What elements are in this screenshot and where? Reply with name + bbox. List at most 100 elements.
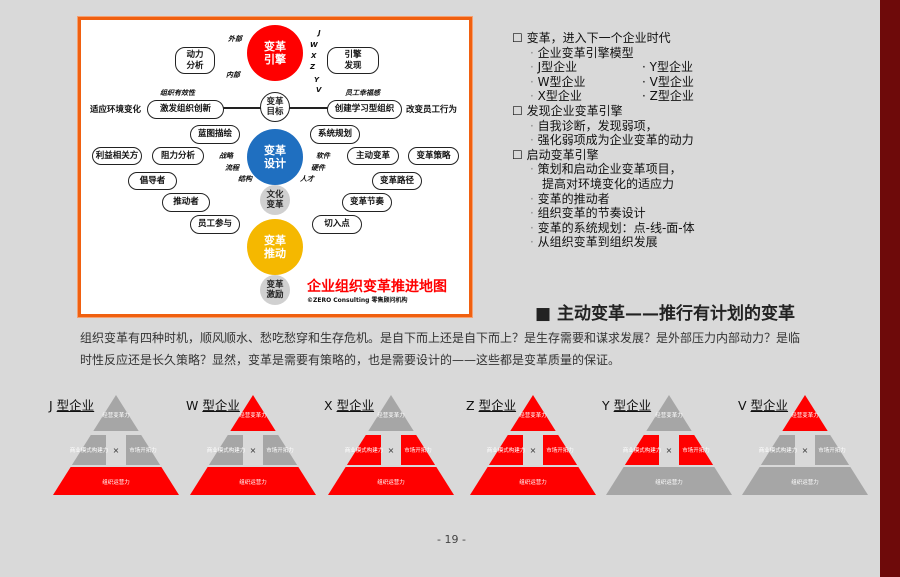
tier-left-label: 商业模式构建力 xyxy=(345,446,384,454)
label-structure: 结构 xyxy=(238,175,252,183)
type-letter: J xyxy=(318,29,321,37)
tier-left-label: 商业模式构建力 xyxy=(623,446,662,454)
tier-middle-right xyxy=(543,435,578,465)
tier-top-label: 经营变革力 xyxy=(519,411,547,419)
outline-item: 启动变革引擎 xyxy=(512,148,695,163)
tier-bottom-label: 组织运营力 xyxy=(791,478,819,486)
tier-top xyxy=(93,395,139,431)
pyramid-title: X 型企业 xyxy=(324,398,375,413)
label-change-behavior: 改变员工行为 xyxy=(406,105,458,115)
circle-incentive: 变革 激励 xyxy=(260,275,290,305)
tier-left-label: 商业模式构建力 xyxy=(759,446,798,454)
tier-bottom xyxy=(53,467,179,495)
outline-item: W型企业· V型企业 xyxy=(512,75,695,90)
type-letter: W xyxy=(310,41,318,49)
label-strategy-s: 战略 xyxy=(219,152,233,160)
pyramid-title: V 型企业 xyxy=(738,398,789,413)
pyramid-x: 经营变革力商业模式构建力市场开拓力 × 组织运营力 xyxy=(328,395,454,495)
type-letter: V xyxy=(316,86,322,94)
tier-middle-right xyxy=(126,435,161,465)
pill-advocate: 倡导者 xyxy=(128,172,177,190)
tier-bottom xyxy=(470,467,596,495)
times-sign: × xyxy=(250,446,257,455)
label-hardware: 硬件 xyxy=(311,164,325,172)
tier-bottom-label: 组织运营力 xyxy=(239,478,267,486)
diagram-copyright: ©ZERO Consulting 零售顾问机构 xyxy=(307,297,408,304)
pill-engine-discovery: 引擎 发现 xyxy=(327,47,379,74)
page-number: - 19 - xyxy=(437,533,466,546)
pill-resistance: 阻力分析 xyxy=(152,147,204,165)
outline-list: 变革，进入下一个企业时代企业变革引擎模型J型企业· Y型企业W型企业· V型企业… xyxy=(512,31,695,250)
label-process: 流程 xyxy=(225,164,239,172)
tier-top xyxy=(510,395,556,431)
tier-right-label: 市场开拓力 xyxy=(129,446,157,454)
tier-middle-left xyxy=(488,435,523,465)
tier-middle-right xyxy=(263,435,298,465)
times-sign: × xyxy=(530,446,537,455)
pill-promoter: 推动者 xyxy=(162,193,210,212)
pill-strategy: 变革策略 xyxy=(408,147,459,165)
label-software: 软件 xyxy=(316,152,330,160)
times-sign: × xyxy=(802,446,809,455)
pill-blueprint: 蓝图描绘 xyxy=(190,125,240,144)
outline-item: 强化弱项成为企业变革的动力 xyxy=(512,133,695,148)
right-decorative-band xyxy=(880,0,900,577)
circle-drive: 变革 推动 xyxy=(247,219,303,275)
section-heading: ■ 主动变革——推行有计划的变革 xyxy=(535,304,795,324)
tier-left-label: 商业模式构建力 xyxy=(487,446,526,454)
pill-innovation: 激发组织创新 xyxy=(147,100,224,119)
paragraph-line-1: 组织变革有四种时机，顺风顺水、愁吃愁穿和生存危机。是自下而上还是自下而上？是生存… xyxy=(80,331,801,345)
label-adapt: 适应环境变化 xyxy=(90,105,142,115)
times-sign: × xyxy=(113,446,120,455)
outline-item: 自我诊断，发现弱项， xyxy=(512,119,695,134)
times-sign: × xyxy=(666,446,673,455)
outline-item: 提高对环境变化的适应力 xyxy=(542,176,675,191)
pill-rhythm: 变革节奏 xyxy=(342,193,392,212)
outline-item: 策划和启动企业变革项目， xyxy=(512,162,695,177)
tier-middle-left xyxy=(208,435,243,465)
tier-top xyxy=(782,395,828,431)
tier-top-label: 经营变革力 xyxy=(239,411,267,419)
tier-top-label: 经营变革力 xyxy=(102,411,130,419)
pyramid-title: J 型企业 xyxy=(49,398,95,413)
pyramid-y: 经营变革力商业模式构建力市场开拓力 × 组织运营力 xyxy=(606,395,732,495)
tier-right-label: 市场开拓力 xyxy=(818,446,846,454)
outline-item: 变革的系统规划：点-线-面-体 xyxy=(512,221,695,236)
type-letter: Z xyxy=(310,63,316,71)
pyramid-title: W 型企业 xyxy=(186,398,240,413)
label-happiness: 员工幸福感 xyxy=(345,89,380,97)
outline-item: J型企业· Y型企业 xyxy=(512,60,695,75)
tier-middle-right xyxy=(679,435,714,465)
tier-top-label: 经营变革力 xyxy=(377,411,405,419)
tier-bottom xyxy=(742,467,868,495)
circle-design: 变革 设计 xyxy=(247,129,303,185)
tier-top-label: 经营变革力 xyxy=(655,411,683,419)
label-external: 外部 xyxy=(228,35,242,43)
outline-item: X型企业· Z型企业 xyxy=(512,89,695,104)
tier-top xyxy=(230,395,276,431)
tier-top-label: 经营变革力 xyxy=(791,411,819,419)
paragraph-line-2: 时性反应还是长久策略？显然，变革是需要有策略的，也是需要设计的——这些都是变革质… xyxy=(80,353,621,367)
outline-item: 从组织变革到组织发展 xyxy=(512,235,695,250)
pyramid-title: Z 型企业 xyxy=(466,398,517,413)
tier-bottom-label: 组织运营力 xyxy=(377,478,405,486)
tier-right-label: 市场开拓力 xyxy=(404,446,432,454)
tier-top xyxy=(368,395,414,431)
tier-middle-right xyxy=(815,435,850,465)
outline-item: 组织变革的节奏设计 xyxy=(512,206,695,221)
pill-system-planning: 系统规划 xyxy=(310,125,360,144)
tier-right-label: 市场开拓力 xyxy=(546,446,574,454)
tier-bottom xyxy=(190,467,316,495)
pill-stakeholders: 利益相关方 xyxy=(92,147,142,165)
circle-engine: 变革 引擎 xyxy=(247,25,303,81)
tier-right-label: 市场开拓力 xyxy=(682,446,710,454)
diagram-title: 企业组织变革推进地图 xyxy=(307,279,447,295)
tier-right-label: 市场开拓力 xyxy=(266,446,294,454)
tier-bottom xyxy=(328,467,454,495)
tier-bottom-label: 组织运营力 xyxy=(519,478,547,486)
type-letter: Y xyxy=(314,76,320,84)
tier-left-label: 商业模式构建力 xyxy=(70,446,109,454)
outline-item: 变革的推动者 xyxy=(512,192,695,207)
pyramid-j: 经营变革力商业模式构建力市场开拓力 × 组织运营力 xyxy=(53,395,179,495)
